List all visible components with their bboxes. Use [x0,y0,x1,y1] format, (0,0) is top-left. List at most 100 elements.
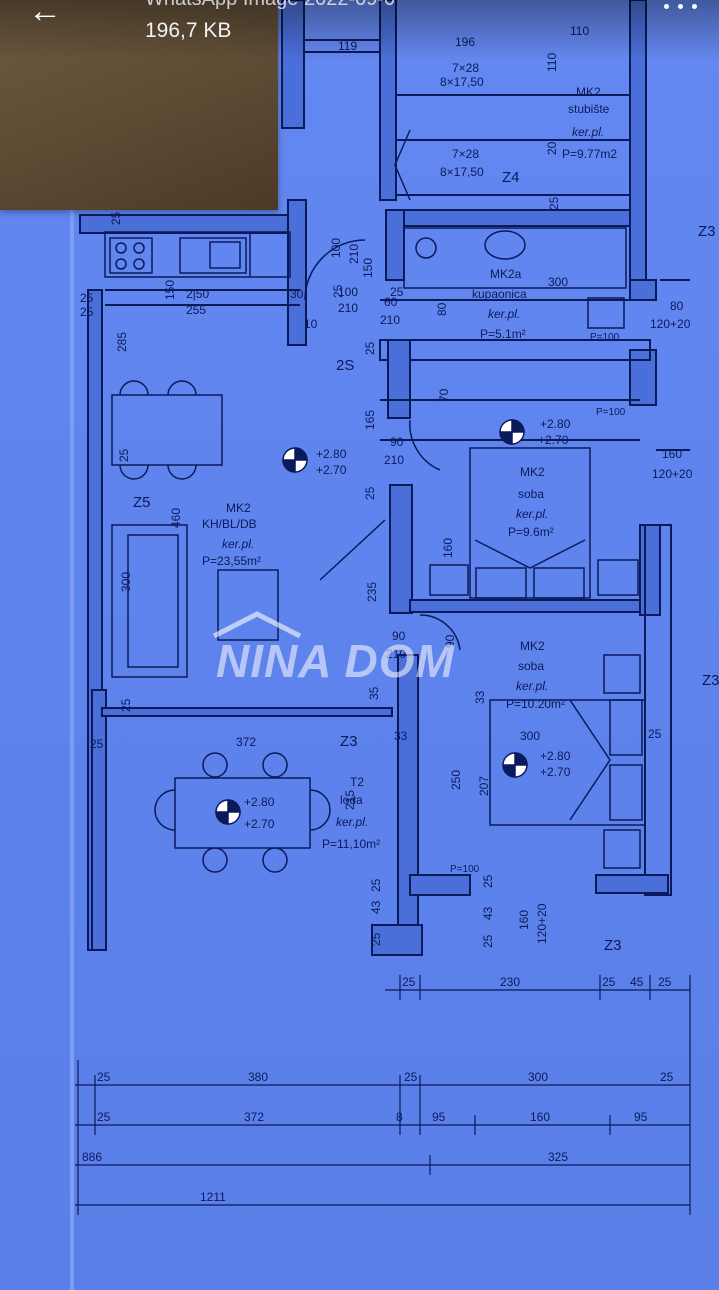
room2-code: MK2 [520,639,545,653]
w-80b: 120+20 [650,317,691,331]
dim-l-6: 30 [290,287,304,301]
stair-1-b: 8×17,50 [440,75,484,89]
dimrow3-c: 8 [396,1110,403,1124]
dimrow3-d: 95 [432,1110,446,1124]
dim-top-7: 25 [109,211,123,225]
room1-code: MK2 [520,465,545,479]
dimrow2-b: 380 [248,1070,268,1084]
dim-c-6: 60 [384,295,398,309]
dim-hall-90c: 90 [443,634,457,648]
dim-room2-25: 25 [648,727,662,741]
zone-z3-c: Z3 [604,937,622,954]
kebab-menu-icon [692,4,697,9]
room1-h-lower: +2.70 [538,433,569,447]
dimrow1-c: 25 [602,975,616,989]
dim-hall-25: 25 [363,341,377,355]
p100-c: P=100 [450,864,480,875]
dim-c-4: 100 [338,285,358,299]
dimrow1-e: 25 [658,975,672,989]
dim-bottom-43b: 43 [481,906,495,920]
dim-c-5: 210 [338,301,358,315]
w-160: 160 [662,447,682,461]
stairs-code: MK2 [576,85,601,99]
dim-top-2: 196 [455,35,475,49]
zone-z4: Z4 [502,169,520,186]
back-button[interactable]: ← [28,0,88,34]
w-80: 80 [670,299,684,313]
dimrow5-a: 1211 [200,1190,226,1204]
p100-b: P=100 [596,407,626,418]
dim-bottom-160: 160 [517,910,531,930]
stair-1-a: 7×28 [452,61,479,75]
more-options-button[interactable] [660,0,700,26]
dim-living-25: 25 [117,448,131,462]
room1-name: soba [518,487,544,501]
dim-hall-165: 165 [363,410,377,430]
dim-hall-25b: 25 [363,486,377,500]
dimrow2-e: 25 [660,1070,674,1084]
room2-name: soba [518,659,544,673]
dim-hall-35: 35 [367,686,381,700]
loggia-code: T2 [350,775,364,789]
living-floor: ker.pl. [222,537,254,551]
dim-living-285: 285 [115,332,129,352]
dimrow1-a: 25 [402,975,416,989]
dimrow4-b: 325 [548,1150,568,1164]
living-name: KH/BL/DB [202,517,257,531]
dim-top-1: 119 [338,39,357,53]
dim-bottom-120: 120+20 [535,903,549,944]
arrow-left-icon: ← [28,0,62,30]
bath-area: P=5.1m² [480,327,526,341]
dimrow2-d: 300 [528,1070,548,1084]
dim-c-3: 150 [361,258,375,278]
zone-z3-a: Z3 [698,223,716,240]
zone-2s: 2S [336,357,354,374]
dim-loggia-25b: 25 [119,698,133,712]
room1-h-upper: +2.80 [540,417,571,431]
dim-top-5: 20 [545,141,559,155]
dim-l-2: 150 [163,280,177,300]
loggia-area: P=11,10m² [322,837,380,851]
dimrow4-a: 886 [82,1150,102,1164]
dim-hall-33: 33 [394,729,408,743]
dim-bottom-25b: 25 [481,874,495,888]
room2-floor: ker.pl. [516,679,548,693]
nina-dom-watermark: NINA DOM [212,610,532,690]
dim-c-10: 25 [331,284,345,298]
w-160b: 120+20 [652,467,693,481]
dim-room2-207: 207 [477,776,491,796]
dim-hall-90: 90 [390,435,404,449]
room1-area: P=9.6m² [508,525,554,539]
dim-bottom-25d: 25 [369,932,383,946]
living-h-lower: +2.70 [316,463,347,477]
loggia-name: loda [340,793,363,807]
dim-hall-90b: 90 [392,629,406,643]
dim-l-7: 10 [304,317,318,331]
watermark-text: NINA DOM [216,635,455,687]
dimrow3-e: 160 [530,1110,550,1124]
dim-hall-70: 70 [437,388,451,402]
room1-floor: ker.pl. [516,507,548,521]
loggia-h-lower: +2.70 [244,817,275,831]
stairs-floor: ker.pl. [572,125,604,139]
dim-hall-235: 235 [365,582,379,602]
dimrow2-c: 25 [404,1070,418,1084]
bath-name: kupaonica [472,287,527,301]
dim-bath-300: 300 [548,275,568,289]
stair-2-a: 7×28 [452,147,479,161]
dimrow1-d: 45 [630,975,644,989]
viewer-top-bar: ← WhatsApp Image 2022-09-0 196,7 KB [0,0,719,60]
dim-living-300: 300 [119,572,133,592]
sheet-edge [70,210,74,1290]
dim-bottom-25: 25 [369,878,383,892]
house-logo-icon [212,611,302,638]
dim-l-4: 255 [186,303,206,317]
bath-code: MK2a [490,267,522,281]
zone-z3-d: Z3 [702,672,719,689]
dim-l-1: 25 [80,291,94,305]
dim-bottom-43: 43 [369,900,383,914]
dim-c-9: 25 [390,285,404,299]
dim-room2-300: 300 [520,729,540,743]
living-area: P=23,55m² [202,554,261,568]
